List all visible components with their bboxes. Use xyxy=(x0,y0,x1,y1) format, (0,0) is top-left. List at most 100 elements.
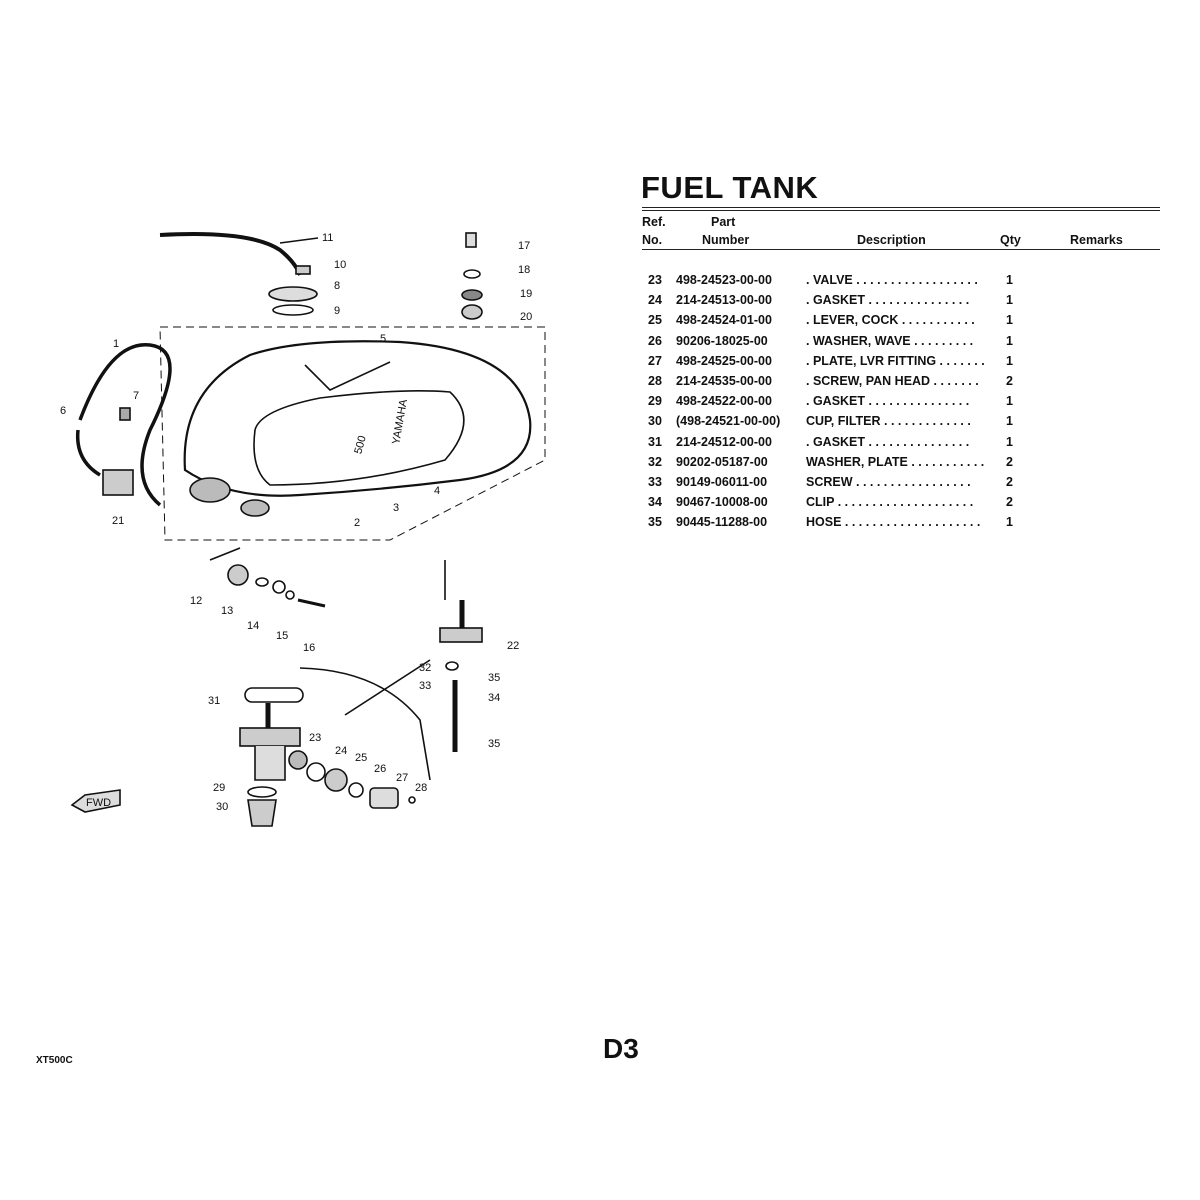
quantity: 2 xyxy=(1006,454,1013,469)
callout: 13 xyxy=(221,605,233,617)
title-divider xyxy=(642,210,1160,211)
description: CLIP . . . . . . . . . . . . . . . . . .… xyxy=(806,495,974,510)
callout: 3 xyxy=(393,502,399,514)
callout: 14 xyxy=(247,620,259,632)
quantity: 1 xyxy=(1006,414,1013,429)
quantity: 2 xyxy=(1006,495,1013,510)
callout: 22 xyxy=(507,640,519,652)
header-description: Description xyxy=(857,233,926,247)
description: . GASKET . . . . . . . . . . . . . . . xyxy=(806,394,970,409)
part-number: (498-24521-00-00) xyxy=(676,414,781,429)
table-row: 25 498-24524-01-00 . LEVER, COCK . . . . .… xyxy=(642,313,1162,333)
ref-no: 33 xyxy=(648,475,662,489)
quantity: 1 xyxy=(1006,515,1013,530)
part-number: 90202-05187-00 xyxy=(676,454,768,469)
callout: 27 xyxy=(396,772,408,784)
callout: 28 xyxy=(415,782,427,794)
header-part-bottom: Number xyxy=(702,233,750,247)
callout: 19 xyxy=(520,288,532,300)
header-ref-top: Ref. xyxy=(642,215,666,229)
tank-logo-number: 500 xyxy=(352,434,368,455)
page-number: D3 xyxy=(603,1033,639,1064)
callout-labels: 11 10 8 9 17 18 19 20 1 5 7 6 21 2 3 4 1… xyxy=(60,232,532,813)
callout: 5 xyxy=(380,333,386,345)
callout: 4 xyxy=(434,485,440,497)
header-ref-bottom: No. xyxy=(642,233,663,247)
callout: 9 xyxy=(334,305,340,317)
ref-no: 25 xyxy=(648,313,662,328)
description: WASHER, PLATE . . . . . . . . . . . xyxy=(806,454,985,469)
ref-no: 35 xyxy=(648,515,662,530)
callout: 12 xyxy=(190,595,202,607)
callout: 15 xyxy=(276,630,288,642)
callout: 7 xyxy=(133,390,139,402)
ref-no: 30 xyxy=(648,414,662,429)
description: . PLATE, LVR FITTING . . . . . . . xyxy=(806,353,985,368)
callout: 26 xyxy=(374,763,386,775)
ref-no: 34 xyxy=(648,495,662,510)
part-number: 498-24525-00-00 xyxy=(676,353,772,368)
part-number: 498-24524-01-00 xyxy=(676,313,772,328)
part-number: 90467-10008-00 xyxy=(676,495,768,510)
description: . LEVER, COCK . . . . . . . . . . . xyxy=(806,313,975,328)
callout: 30 xyxy=(216,801,228,813)
callout: 34 xyxy=(488,692,500,704)
quantity: 1 xyxy=(1006,293,1013,308)
ref-no: 28 xyxy=(648,374,662,388)
description: . SCREW, PAN HEAD . . . . . . . xyxy=(806,374,979,388)
quantity: 1 xyxy=(1006,333,1013,348)
callout: 2 xyxy=(354,517,360,529)
quantity: 1 xyxy=(1006,313,1013,328)
callout: 25 xyxy=(355,752,367,764)
table-row: 30 (498-24521-00-00) CUP, FILTER . . . . .… xyxy=(642,414,1162,434)
page-title: FUEL TANK xyxy=(641,170,819,205)
header-part-top: Part xyxy=(711,215,736,229)
callout: 21 xyxy=(112,515,124,527)
ref-no: 32 xyxy=(648,454,662,469)
ref-no: 24 xyxy=(648,293,662,308)
callout: 10 xyxy=(334,259,346,271)
callout: 29 xyxy=(213,782,225,794)
part-number: 214-24513-00-00 xyxy=(676,293,772,308)
callout: 8 xyxy=(334,280,340,292)
ref-no: 31 xyxy=(648,434,662,449)
callout: 16 xyxy=(303,642,315,654)
table-row: 33 90149-06011-00 SCREW . . . . . . . . . … xyxy=(642,475,1162,495)
description: HOSE . . . . . . . . . . . . . . . . . .… xyxy=(806,515,981,530)
callout: 35 xyxy=(488,672,500,684)
quantity: 2 xyxy=(1006,475,1013,489)
description: SCREW . . . . . . . . . . . . . . . . . xyxy=(806,475,971,489)
callout: 11 xyxy=(322,232,333,244)
callout: 20 xyxy=(520,311,532,323)
part-number: 90149-06011-00 xyxy=(676,475,768,489)
quantity: 2 xyxy=(1006,374,1013,388)
callout: 35 xyxy=(488,738,500,750)
callout: 1 xyxy=(113,338,119,350)
quantity: 1 xyxy=(1006,353,1013,368)
tank-logo-brand: YAMAHA xyxy=(390,398,410,446)
part-number: 90445-11288-00 xyxy=(676,515,768,530)
table-row: 32 90202-05187-00 WASHER, PLATE . . . . . … xyxy=(642,455,1162,475)
part-number: 498-24523-00-00 xyxy=(676,273,772,287)
callout: 18 xyxy=(518,264,530,276)
table-row: 24 214-24513-00-00 . GASKET . . . . . . . … xyxy=(642,293,1162,313)
description: . WASHER, WAVE . . . . . . . . . xyxy=(806,333,974,348)
model-code: XT500C xyxy=(36,1055,73,1066)
description: CUP, FILTER . . . . . . . . . . . . . xyxy=(806,414,971,429)
quantity: 1 xyxy=(1006,394,1013,409)
callout: 23 xyxy=(309,732,321,744)
callout: 31 xyxy=(208,695,220,707)
header-remarks: Remarks xyxy=(1070,233,1123,247)
header-divider xyxy=(642,249,1160,250)
part-number: 214-24535-00-00 xyxy=(676,374,772,388)
description: . GASKET . . . . . . . . . . . . . . . xyxy=(806,434,970,449)
fwd-label: FWD xyxy=(86,797,111,809)
table-row: 28 214-24535-00-00 . SCREW, PAN HEAD . . .… xyxy=(642,374,1162,394)
ref-no: 29 xyxy=(648,394,662,409)
description: . GASKET . . . . . . . . . . . . . . . xyxy=(806,293,970,308)
